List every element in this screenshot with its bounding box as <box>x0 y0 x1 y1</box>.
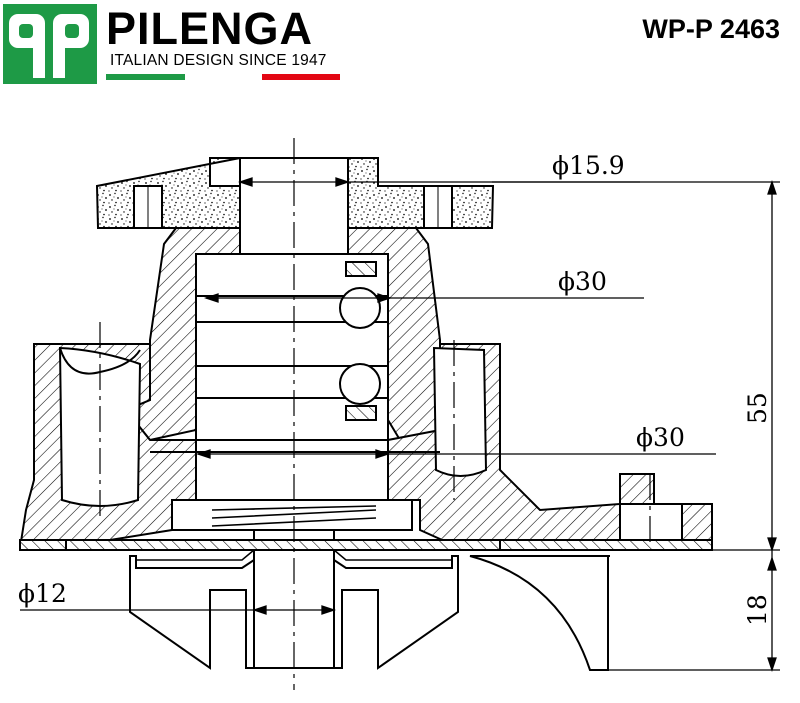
flag-stripe-green <box>106 74 185 80</box>
dim-seal-label: ϕ30 <box>636 423 685 452</box>
dim-bearing-label: ϕ30 <box>558 267 607 296</box>
bearing-housing <box>124 227 441 442</box>
brand-tagline: ITALIAN DESIGN SINCE 1947 <box>110 52 327 69</box>
dimension-lines <box>20 177 780 673</box>
mechanical-seal <box>150 439 440 531</box>
qp-logo-icon <box>9 14 89 78</box>
dim-impeller-height-label: 18 <box>743 594 772 626</box>
impeller <box>129 549 610 671</box>
brand-logo <box>3 4 97 84</box>
center-lines <box>99 138 651 690</box>
mounting-base <box>19 539 713 551</box>
flag-stripe-red <box>262 74 340 80</box>
dim-shaft-label: ϕ12 <box>18 579 67 608</box>
dim-pulley-bore-label: ϕ15.9 <box>552 151 625 180</box>
pulley-flange <box>95 157 495 229</box>
dim-height-label: 55 <box>743 392 772 424</box>
brand-name: PILENGA <box>106 3 314 54</box>
part-number: WP-P 2463 <box>642 14 780 44</box>
